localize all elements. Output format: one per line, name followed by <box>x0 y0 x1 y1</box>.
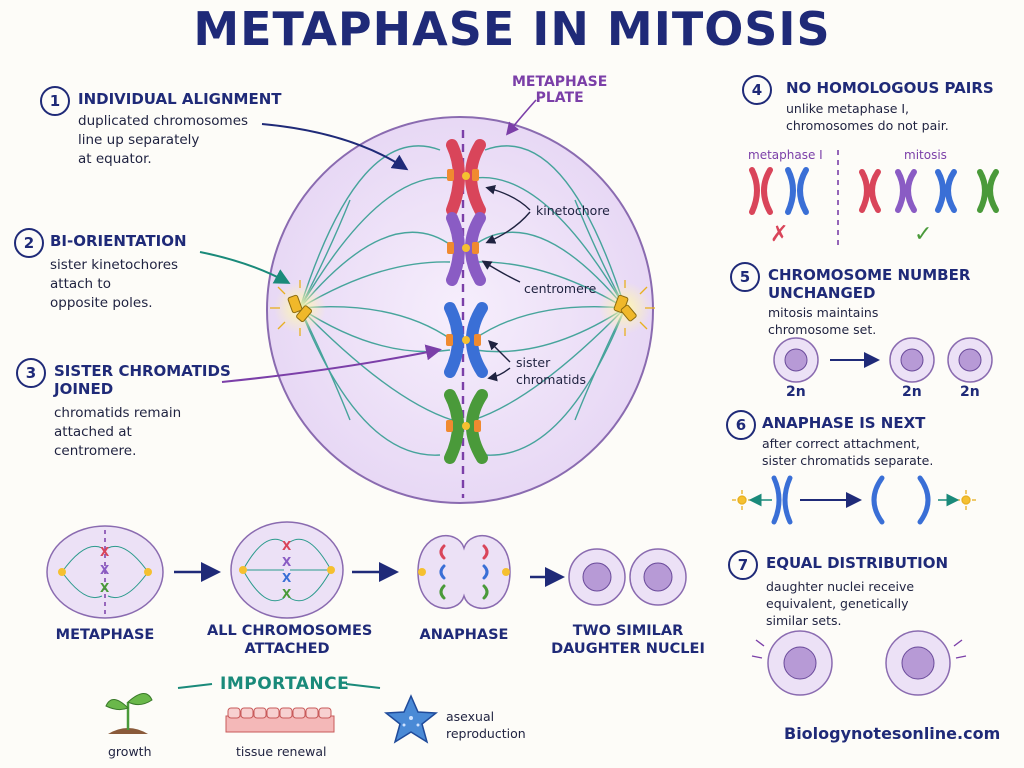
kinetochore-label: kinetochore <box>536 203 610 218</box>
svg-text:X: X <box>100 563 110 577</box>
equal-distribution-cells <box>751 630 967 696</box>
svg-text:X: X <box>100 581 110 595</box>
point-6-heading: ANAPHASE IS NEXT <box>762 414 926 432</box>
importance-growth-label: growth <box>108 744 152 759</box>
importance-heading: IMPORTANCE <box>220 674 350 694</box>
svg-text:X: X <box>282 571 292 585</box>
mitosis-label: mitosis <box>904 148 947 162</box>
anaphase-sketch <box>732 475 976 525</box>
point-number-5: 5 <box>730 262 760 292</box>
svg-text:X: X <box>282 587 292 601</box>
point-4-text: unlike metaphase I,chromosomes do not pa… <box>786 101 949 133</box>
chromosome-violet <box>446 212 486 286</box>
point-number-1: 1 <box>40 86 70 116</box>
point-number-2: 2 <box>14 228 44 258</box>
stage-all-attached: X X X X <box>230 521 344 619</box>
chromosome-blue <box>444 302 488 378</box>
point-number-3: 3 <box>16 358 46 388</box>
comparison-chromosomes <box>749 167 999 215</box>
point-number-7: 7 <box>728 550 758 580</box>
stage-metaphase: X X X <box>46 525 164 619</box>
point-1-heading: INDIVIDUAL ALIGNMENT <box>78 90 282 108</box>
starfish-icon <box>383 694 439 744</box>
point-4-heading: NO HOMOLOGOUS PAIRS <box>786 79 994 97</box>
importance-tissue-label: tissue renewal <box>236 744 327 759</box>
centromere-label: centromere <box>524 281 597 296</box>
point-7-heading: EQUAL DISTRIBUTION <box>766 554 949 572</box>
stage-daughter-nuclei <box>568 548 687 606</box>
point-number-4: 4 <box>742 75 772 105</box>
site-credit: Biologynotesonline.com <box>784 724 1001 743</box>
stage-anaphase <box>417 535 511 609</box>
chromosome-red <box>446 139 486 216</box>
svg-text:X: X <box>282 555 292 569</box>
cross-mark-icon: ✗ <box>770 222 789 247</box>
pointer-arrows <box>199 99 537 383</box>
ploidy-label-3: 2n <box>960 384 980 400</box>
sprout-icon <box>105 693 153 734</box>
centrosome-right <box>599 280 655 336</box>
check-mark-icon: ✓ <box>914 222 933 247</box>
metaphase-one-label: metaphase I <box>748 148 823 162</box>
stage-label-anaphase: ANAPHASE <box>419 627 509 643</box>
point-2-heading: BI-ORIENTATION <box>50 232 187 250</box>
page-title: METAPHASE IN MITOSIS <box>193 2 831 56</box>
svg-text:X: X <box>100 545 110 559</box>
tissue-icon <box>225 707 335 733</box>
centrosome-left <box>270 280 326 336</box>
main-cell <box>266 116 655 504</box>
ploidy-label-2: 2n <box>902 384 922 400</box>
chromosome-green <box>444 389 488 464</box>
chromosome-number-cells <box>773 337 993 383</box>
point-number-6: 6 <box>726 410 756 440</box>
svg-text:X: X <box>282 539 292 553</box>
point-6-text: after correct attachment,sister chromati… <box>762 436 934 468</box>
stage-label-metaphase: METAPHASE <box>55 627 155 643</box>
ploidy-label-1: 2n <box>786 384 806 400</box>
